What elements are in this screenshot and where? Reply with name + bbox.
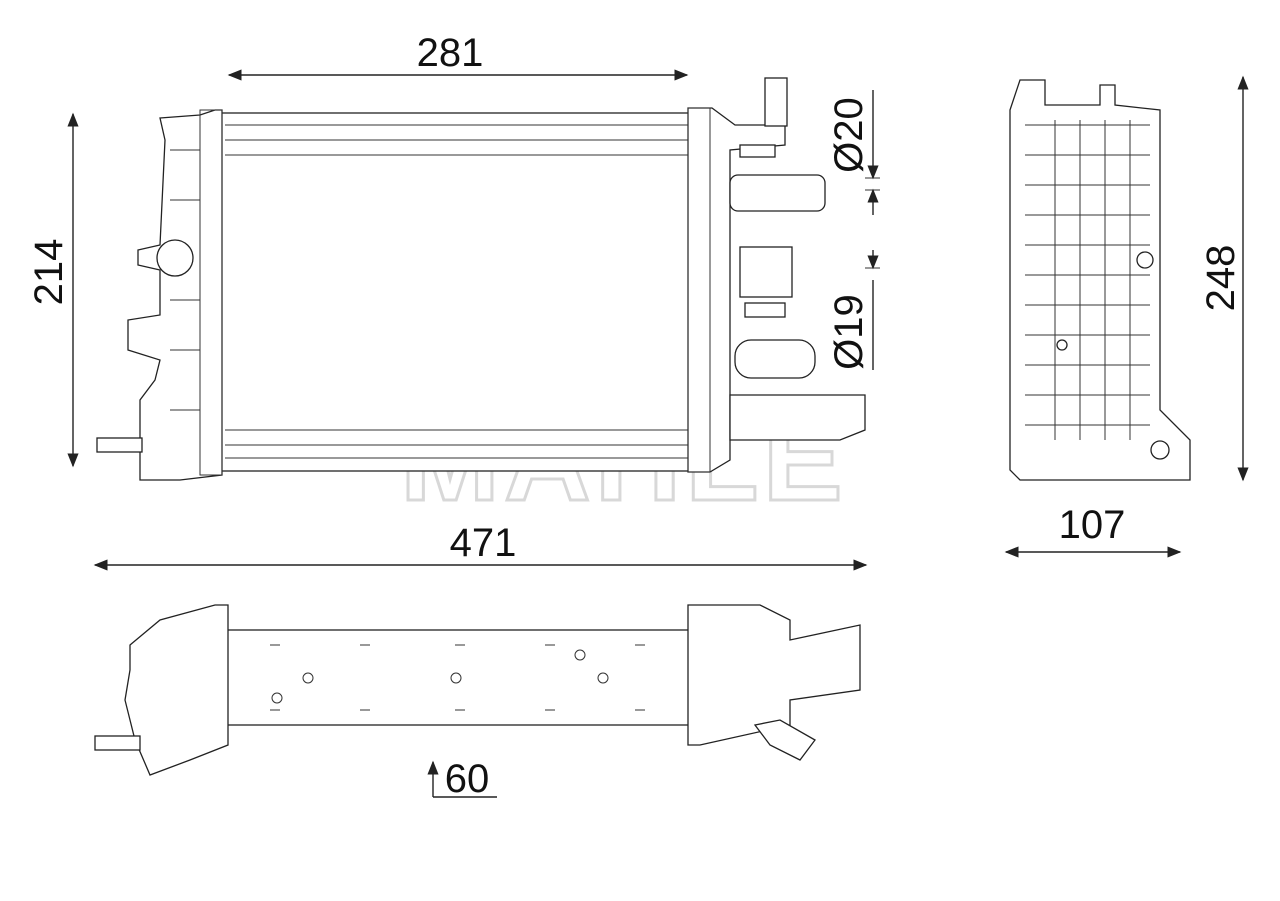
- dim-label-214: 214: [27, 239, 71, 306]
- dim-label-248: 248: [1199, 245, 1243, 312]
- bottom-view: [94, 604, 861, 776]
- radiator-core: [214, 112, 696, 472]
- dimension-281: 281: [227, 31, 689, 81]
- dimension-214: 214: [27, 112, 79, 468]
- dimension-248: 248: [1199, 75, 1249, 482]
- dim-label-281: 281: [417, 31, 484, 75]
- pipe-outlet-19: [734, 339, 816, 379]
- pipe-connector: [739, 246, 793, 298]
- dim-label-60: 60: [445, 757, 490, 801]
- dimension-471: 471: [93, 521, 868, 571]
- front-view: [96, 77, 866, 481]
- dim-label-107: 107: [1059, 503, 1126, 547]
- pipe-small-upper: [739, 144, 776, 158]
- pipe-inlet-20: [729, 174, 826, 212]
- dim-label-471: 471: [450, 521, 517, 565]
- dimension-60: 60: [427, 757, 497, 801]
- left-tank: [96, 109, 223, 481]
- dimension-107: 107: [1004, 503, 1182, 558]
- side-view: [1009, 79, 1191, 481]
- dim-label-d20: Ø20: [827, 97, 871, 173]
- dim-label-d19: Ø19: [827, 294, 871, 370]
- right-tank: [687, 77, 866, 473]
- dimension-d19: Ø19: [827, 250, 880, 370]
- dimension-d20: Ø20: [827, 90, 880, 215]
